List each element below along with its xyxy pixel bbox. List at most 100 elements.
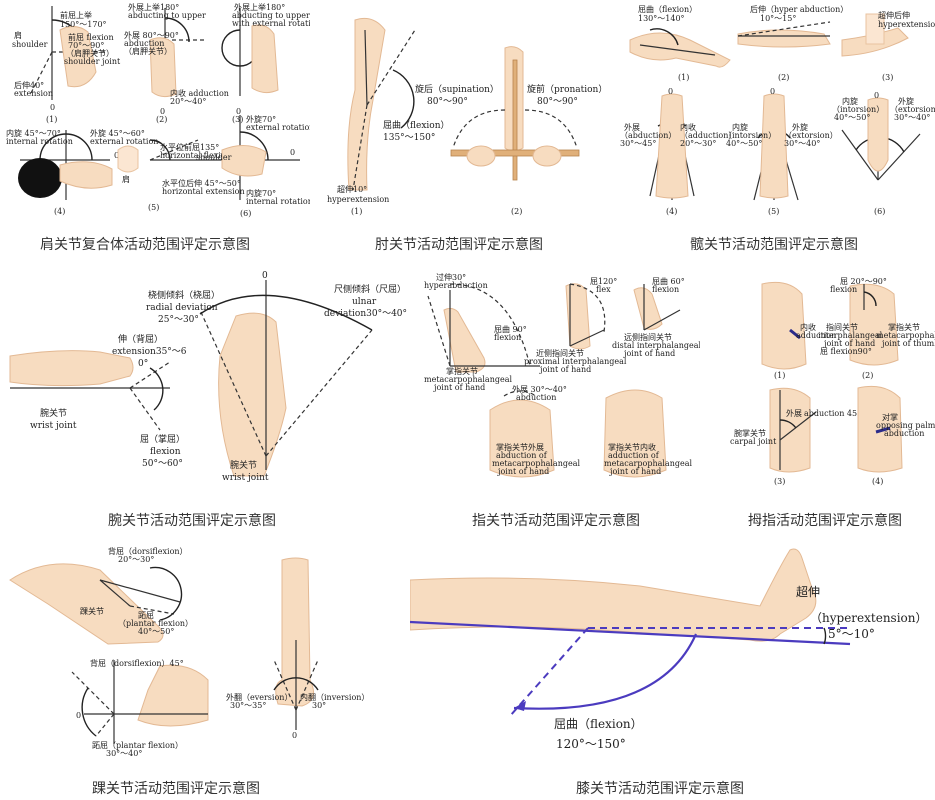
svg-text:with external rotation: with external rotation [232,19,310,28]
svg-text:hyperextension: hyperextension [327,195,389,204]
svg-text:(4): (4) [872,477,883,486]
hip-sub-1: 屈曲（flexion） 130°～140° (1) [629,4,731,82]
hip-panel: 屈曲（flexion） 130°～140° (1) 后伸（hyper abduc… [620,0,935,265]
svg-text:horizontal extension: horizontal extension [162,187,245,196]
svg-text:远侧指间关节: 远侧指间关节 [624,332,672,342]
ankle-caption: 踝关节活动范围评定示意图 [92,781,260,797]
svg-text:肩: 肩 [122,174,130,184]
svg-text:过伸30°: 过伸30° [436,272,466,282]
svg-text:0: 0 [668,87,673,96]
svg-text:joint of hand: joint of hand [609,467,661,476]
svg-text:carpal joint: carpal joint [730,437,777,446]
svg-text:0: 0 [874,91,879,100]
thumb-sub-2: 屈 20°～90° flexion 指间关节 interphalangeal j… [818,277,935,380]
finger-sub-1: 过伸30° hyperabduction 屈曲 90° flexion 掌指关节… [424,272,540,392]
svg-text:背屈（dorsiflexion）45°: 背屈（dorsiflexion）45° [90,658,184,668]
thumb-diagram: 内收 adduction (1) 屈 20°～90° flexion 指间关节 … [730,277,935,486]
svg-text:0°: 0° [138,359,148,369]
svg-text:肩: 肩 [14,30,22,40]
svg-text:wrist joint: wrist joint [222,473,269,483]
svg-text:adduction: adduction [796,331,836,340]
svg-text:内收: 内收 [800,322,816,332]
svg-text:(1): (1) [46,115,57,124]
svg-text:(4): (4) [54,207,65,216]
svg-text:external rotation: external rotation [90,137,158,146]
svg-text:屈曲（flexion）: 屈曲（flexion） [638,4,697,14]
svg-text:30°: 30° [312,701,326,710]
svg-text:外展 30°～40°: 外展 30°～40° [512,384,567,394]
svg-text:(5): (5) [768,207,779,216]
wrist-diagram: 伸（背屈） extension35°～6 0° 腕关节 wrist joint … [9,271,407,483]
thumb-panel: 内收 adduction (1) 屈 20°～90° flexion 指间关节 … [700,270,935,530]
svg-text:内旋70°: 内旋70° [246,188,276,198]
svg-text:joint of hand: joint of hand [497,467,549,476]
wrist-sub-1: 伸（背屈） extension35°～6 0° 腕关节 wrist joint … [9,333,187,469]
svg-text:abduction: abduction [884,429,924,438]
knee-diagram: 超伸 （hyperextension） 5°～10° 屈曲（flexion） 1… [409,548,928,751]
svg-text:5°～10°: 5°～10° [828,627,875,641]
svg-text:extension: extension [14,89,53,98]
svg-text:外旋70°: 外旋70° [246,114,276,124]
svg-text:0: 0 [76,711,81,720]
svg-text:外展上举180°: 外展上举180° [234,2,285,12]
svg-text:abduction 45°: abduction 45° [804,409,861,418]
svg-text:（extorsion）: （extorsion） [890,105,935,114]
svg-text:水平位前屈135°: 水平位前屈135° [160,142,219,152]
svg-text:（adduction）: （adduction） [680,131,736,140]
svg-text:内旋: 内旋 [842,96,858,106]
svg-text:(3): (3) [882,73,893,82]
wrist-panel: 伸（背屈） extension35°～6 0° 腕关节 wrist joint … [0,270,420,530]
svg-text:25°～30°: 25°～30° [158,315,199,325]
svg-text:(5): (5) [148,203,159,212]
svg-text:metacarpophalangeal: metacarpophalangeal [424,375,512,384]
svg-text:40°～50°: 40°～50° [138,627,174,636]
svg-text:指间关节: 指间关节 [826,322,858,332]
shoulder-sub-2: 外展上举180° abducting to upper 外展 80°～90° a… [124,2,229,124]
svg-text:掌指关节: 掌指关节 [888,322,920,332]
hip-caption: 髋关节活动范围评定示意图 [690,237,858,253]
svg-text:(3): (3) [774,477,785,486]
svg-text:0: 0 [292,731,297,740]
svg-text:外旋: 外旋 [898,96,914,106]
svg-text:external rotation: external rotation [246,123,310,132]
svg-text:屈曲 90°: 屈曲 90° [494,324,527,334]
svg-text:wrist joint: wrist joint [30,421,77,431]
ankle-sub-1: 背屈（dorsiflexion） 20°～30° 踝关节 跖屈 （plantar… [9,546,193,645]
ankle-sub-2: 背屈（dorsiflexion）45° 0 跖屈（plantar flexion… [71,658,209,758]
knee-caption: 膝关节活动范围评定示意图 [576,781,744,797]
shoulder-diagram: 前屈上举 150°～170° 肩 shoulder 前屈 flexion 70°… [6,2,321,218]
svg-text:40°～50°: 40°～50° [726,139,762,148]
svg-text:外展 80°～90°: 外展 80°～90° [124,30,179,40]
finger-diagram: 过伸30° hyperabduction 屈曲 90° flexion 掌指关节… [424,272,702,478]
svg-text:后伸40°: 后伸40° [14,80,44,90]
svg-text:屈曲（flexion）: 屈曲（flexion） [554,717,643,731]
head-silhouette [18,158,62,198]
svg-text:(1): (1) [351,207,362,216]
svg-text:超伸后伸: 超伸后伸 [878,10,910,20]
elbow-diagram: 屈曲（flexion） 135°～150° 超伸10° hyperextensi… [327,17,607,216]
svg-text:外展: 外展 [624,122,640,132]
svg-text:屈曲 60°: 屈曲 60° [652,276,685,286]
svg-text:horizontal flexion: horizontal flexion [160,151,231,160]
svg-text:旋前（pronation）: 旋前（pronation） [527,83,607,95]
svg-text:伸（背屈）: 伸（背屈） [118,333,163,345]
svg-text:30°～40°: 30°～40° [106,749,142,758]
svg-text:(3): (3) [232,115,243,124]
svg-text:0: 0 [236,107,241,116]
svg-text:外展上举180°: 外展上举180° [128,2,179,12]
svg-text:shoulder: shoulder [12,40,48,49]
svg-text:0: 0 [262,271,268,281]
wrist-sub-2: 0 桡侧倾斜（桡屈） radial deviation 25°～30° 尺侧倾斜… [146,271,407,483]
svg-text:(4): (4) [666,207,677,216]
shoulder-sub-4: 内旋 45°～70° internal rotation 外旋 45°～60° … [6,128,158,216]
finger-sub-4: 外展 30°～40° abduction 掌指关节外展 abduction of… [489,384,692,478]
svg-text:桡侧倾斜（桡屈）: 桡侧倾斜（桡屈） [148,289,220,301]
elbow-panel: 屈曲（flexion） 135°～150° 超伸10° hyperextensi… [315,0,620,265]
svg-text:跖屈（plantar flexion）: 跖屈（plantar flexion） [92,741,183,750]
svg-text:deviation30°～40°: deviation30°～40° [324,309,407,319]
svg-text:（intorsion）: （intorsion） [832,105,884,114]
svg-text:跖屈: 跖屈 [138,611,154,620]
finger-panel: 过伸30° hyperabduction 屈曲 90° flexion 掌指关节… [420,270,702,530]
svg-text:hyperextension: hyperextension [878,20,935,29]
svg-text:shoulder joint: shoulder joint [64,57,121,66]
